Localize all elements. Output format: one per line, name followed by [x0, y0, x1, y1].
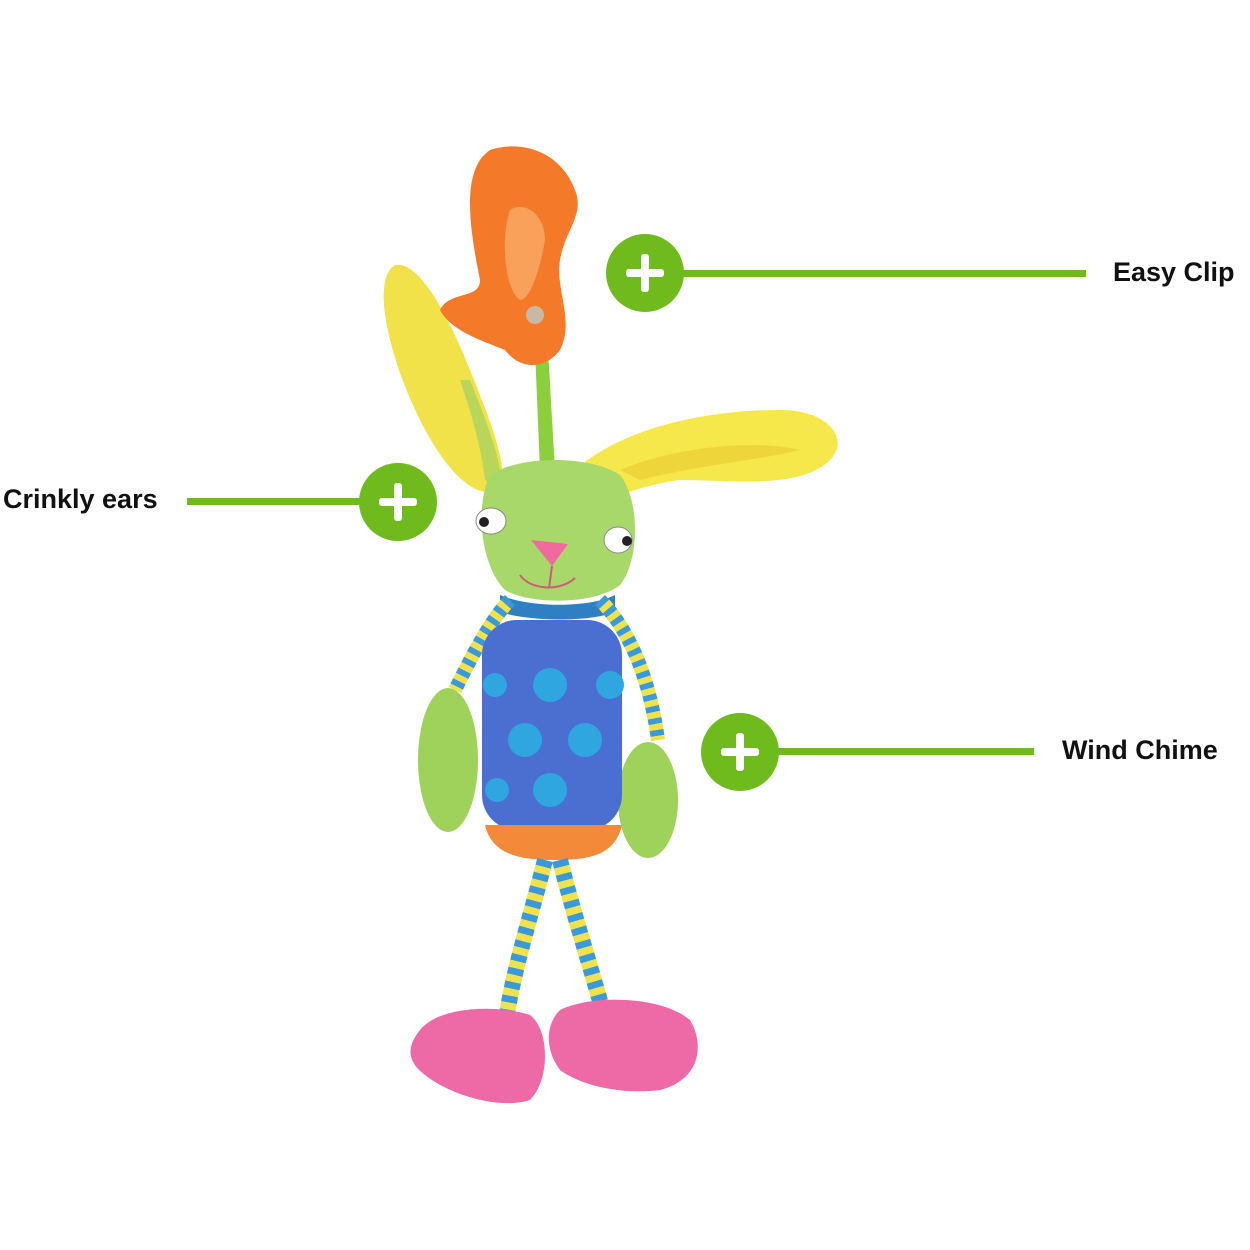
left-hand	[418, 688, 478, 832]
crinkly-ears-label: Crinkly ears	[3, 484, 158, 514]
bunny-head	[481, 460, 635, 601]
left-arm	[448, 595, 516, 694]
nose	[531, 540, 568, 566]
easy-clip-connector	[680, 270, 1086, 277]
plus-icon	[721, 733, 759, 771]
plus-icon	[379, 483, 417, 521]
wind-chime-body	[482, 620, 622, 830]
left-eye	[475, 507, 507, 535]
plus-icon	[626, 254, 664, 292]
easy-clip-hotspot[interactable]	[606, 234, 684, 312]
right-foot	[548, 999, 698, 1092]
wind-chime-connector	[775, 748, 1034, 755]
left-ear	[383, 264, 503, 493]
wind-chime-hotspot[interactable]	[701, 713, 779, 791]
right-eye	[603, 526, 633, 554]
right-arm	[594, 595, 665, 741]
easy-clip-label: Easy Clip	[1113, 257, 1235, 287]
chime-base	[485, 825, 622, 860]
crinkly-ears-connector	[187, 498, 367, 505]
right-hand	[618, 742, 678, 858]
right-leg	[552, 858, 613, 1022]
wind-chime-label: Wind Chime	[1062, 735, 1218, 765]
clip-strap	[535, 350, 555, 470]
chime-dots	[483, 668, 624, 807]
left-foot	[410, 1008, 545, 1104]
crinkly-ears-hotspot[interactable]	[359, 463, 437, 541]
